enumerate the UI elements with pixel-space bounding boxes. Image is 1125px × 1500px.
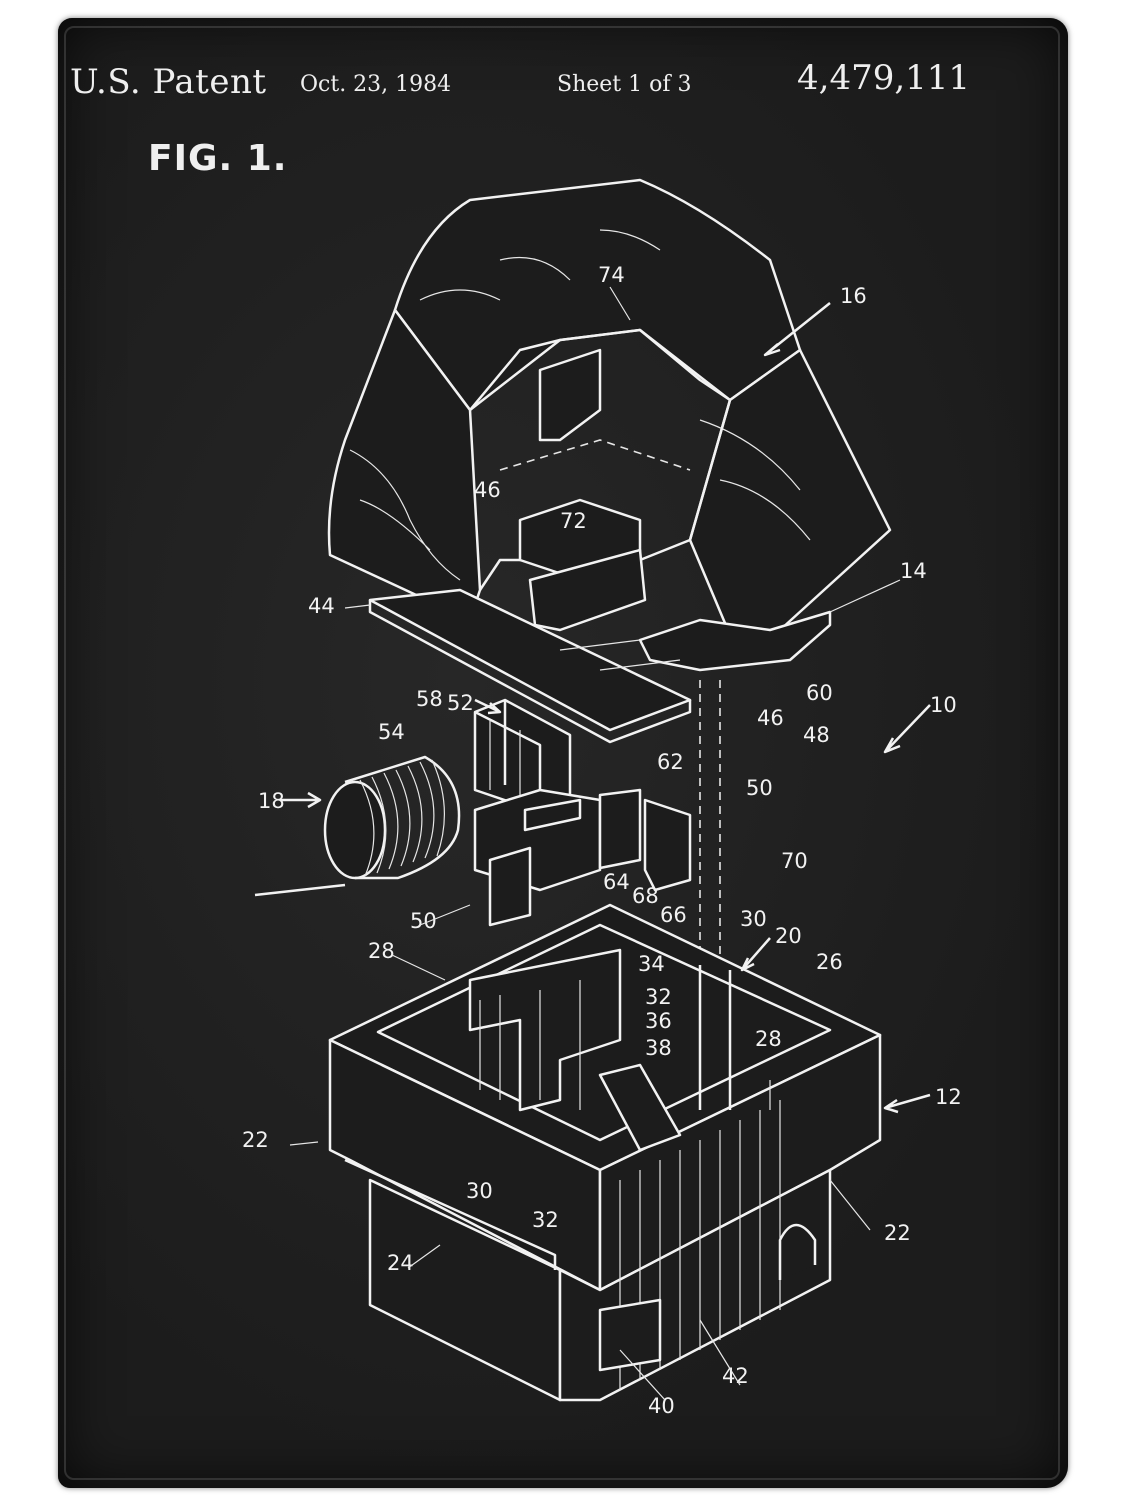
ref-numeral: 18 <box>258 789 285 813</box>
ref-numeral: 34 <box>638 952 665 976</box>
patent-sheet: Sheet 1 of 3 <box>557 72 692 97</box>
patent-number: 4,479,111 <box>797 58 971 98</box>
ref-numeral: 12 <box>935 1085 962 1109</box>
ref-numeral: 58 <box>416 687 443 711</box>
ref-numeral: 68 <box>632 884 659 908</box>
ref-numeral: 70 <box>781 849 808 873</box>
slider-plate-drawing <box>368 588 832 744</box>
leader-lines <box>289 286 901 1401</box>
ref-numeral: 22 <box>884 1221 911 1245</box>
ref-numeral: 30 <box>466 1179 493 1203</box>
ref-numeral: 46 <box>757 706 784 730</box>
ref-numeral: 32 <box>532 1208 559 1232</box>
ref-numeral: 46 <box>474 478 501 502</box>
housing-drawing <box>328 903 882 1402</box>
ref-numeral: 44 <box>308 594 335 618</box>
ref-numeral: 54 <box>378 720 405 744</box>
ref-numeral: 20 <box>775 924 802 948</box>
ref-numeral: 52 <box>447 691 474 715</box>
ref-numeral: 62 <box>657 750 684 774</box>
ref-numeral: 74 <box>598 263 625 287</box>
ref-numeral: 64 <box>603 870 630 894</box>
reference-numerals: 74 16 46 72 44 14 60 58 52 46 48 10 54 6… <box>242 263 962 1418</box>
ref-numeral: 24 <box>387 1251 414 1275</box>
indicator-arrows <box>474 302 931 1114</box>
patent-label: U.S. Patent <box>70 62 267 102</box>
ref-numeral: 60 <box>806 681 833 705</box>
ref-numeral: 42 <box>722 1364 749 1388</box>
ref-numeral: 40 <box>648 1394 675 1418</box>
ref-numeral: 10 <box>930 693 957 717</box>
ref-numeral: 72 <box>560 509 587 533</box>
patent-date: Oct. 23, 1984 <box>300 72 452 97</box>
ref-numeral: 14 <box>900 559 927 583</box>
ref-numeral: 38 <box>645 1036 672 1060</box>
keycap-drawing <box>327 178 892 637</box>
ref-numeral: 36 <box>645 1009 672 1033</box>
figure-label: FIG. 1. <box>148 138 288 179</box>
ref-numeral: 66 <box>660 903 687 927</box>
ref-numeral: 28 <box>755 1027 782 1051</box>
ref-numeral: 22 <box>242 1128 269 1152</box>
spring-drawing <box>254 755 461 897</box>
ref-numeral: 28 <box>368 939 395 963</box>
plunger-drawing <box>473 680 721 1000</box>
ref-numeral: 32 <box>645 985 672 1009</box>
ref-numeral: 50 <box>410 909 437 933</box>
ref-numeral: 50 <box>746 776 773 800</box>
ref-numeral: 16 <box>840 284 867 308</box>
ref-numeral: 48 <box>803 723 830 747</box>
ref-numeral: 26 <box>816 950 843 974</box>
ref-numeral: 30 <box>740 907 767 931</box>
